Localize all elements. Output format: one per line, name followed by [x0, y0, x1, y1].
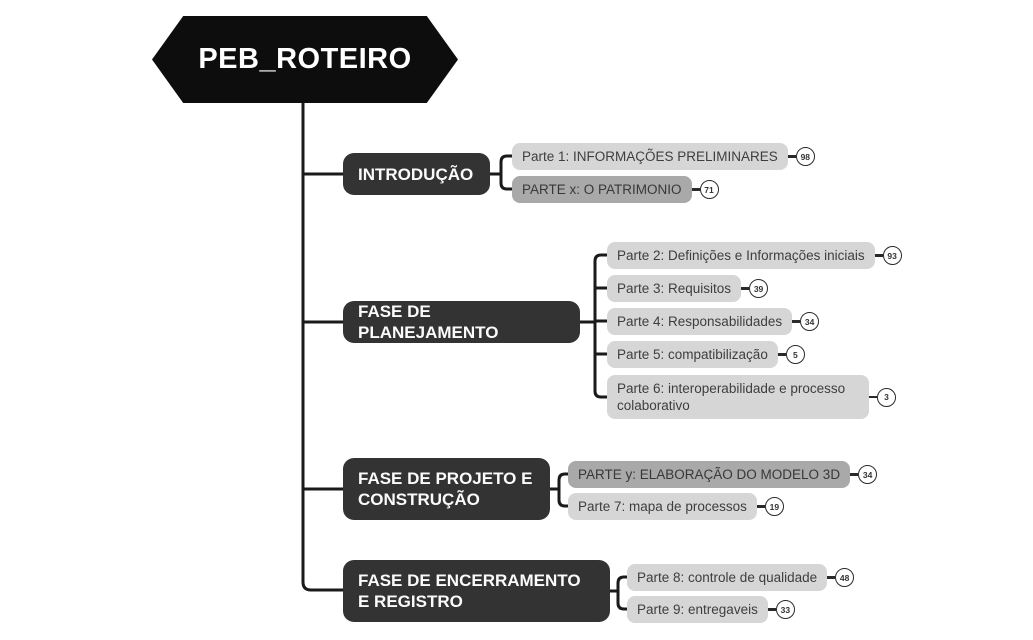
bracket-branch-3 — [547, 472, 570, 508]
root-label: PEB_ROTEIRO — [198, 43, 412, 75]
badge-connector — [827, 576, 836, 579]
bracket-branch-2 — [577, 253, 609, 399]
badge-count[interactable]: 48 — [835, 568, 855, 587]
child-parte-9: Parte 9: entregaveis 33 — [627, 596, 795, 623]
child-parte-7: Parte 7: mapa de processos 19 — [568, 493, 784, 520]
child-parte-1: Parte 1: INFORMAÇÕES PRELIMINARES 98 — [512, 143, 815, 170]
branch-introducao[interactable]: INTRODUÇÃO — [343, 153, 490, 195]
child-label[interactable]: PARTE y: ELABORAÇÃO DO MODELO 3D — [568, 461, 851, 488]
child-label[interactable]: Parte 2: Definições e Informações inicia… — [607, 242, 875, 269]
badge-connector — [756, 505, 765, 508]
branch-fase-planejamento[interactable]: FASE DE PLANEJAMENTO — [343, 301, 580, 343]
child-label[interactable]: Parte 4: Responsabilidades — [607, 308, 793, 335]
badge-count[interactable]: 39 — [749, 279, 769, 298]
badge-connector — [787, 155, 796, 158]
bracket-branch-1 — [487, 154, 514, 191]
child-label[interactable]: Parte 1: INFORMAÇÕES PRELIMINARES — [512, 143, 788, 170]
badge-count[interactable]: 34 — [800, 312, 820, 331]
badge-count[interactable]: 93 — [882, 246, 902, 265]
child-parte-2: Parte 2: Definições e Informações inicia… — [607, 242, 902, 269]
badge-count[interactable]: 34 — [858, 465, 878, 484]
child-label[interactable]: Parte 5: compatibilização — [607, 341, 778, 368]
branch-label: FASE DE ENCERRAMENTO E REGISTRO — [358, 571, 581, 611]
node-root[interactable]: PEB_ROTEIRO — [152, 16, 458, 103]
badge-connector — [792, 320, 801, 323]
child-label[interactable]: PARTE x: O PATRIMONIO — [512, 176, 692, 203]
badge-count[interactable]: 5 — [785, 345, 805, 364]
child-parte-x: PARTE x: O PATRIMONIO 71 — [512, 176, 719, 203]
child-label[interactable]: Parte 7: mapa de processos — [568, 493, 757, 520]
branch-label: FASE DE PLANEJAMENTO — [358, 302, 499, 342]
child-label[interactable]: Parte 8: controle de qualidade — [627, 564, 828, 591]
child-parte-6: Parte 6: interoperabilidade e processo c… — [607, 375, 896, 419]
child-parte-8: Parte 8: controle de qualidade 48 — [627, 564, 855, 591]
branch-fase-projeto-construcao[interactable]: FASE DE PROJETO E CONSTRUÇÃO — [343, 458, 550, 520]
branch-fase-encerramento-registro[interactable]: FASE DE ENCERRAMENTO E REGISTRO — [343, 560, 610, 622]
branch-label: FASE DE PROJETO E CONSTRUÇÃO — [358, 469, 533, 509]
badge-connector — [850, 473, 859, 476]
badge-connector — [691, 188, 700, 191]
badge-count[interactable]: 19 — [764, 497, 784, 516]
badge-count[interactable]: 3 — [877, 387, 896, 407]
child-parte-4: Parte 4: Responsabilidades 34 — [607, 308, 820, 335]
branch-label: INTRODUÇÃO — [358, 164, 474, 184]
badge-connector — [874, 254, 883, 257]
child-parte-3: Parte 3: Requisitos 39 — [607, 275, 769, 302]
child-label[interactable]: Parte 6: interoperabilidade e processo c… — [607, 375, 869, 419]
child-label[interactable]: Parte 3: Requisitos — [607, 275, 742, 302]
bracket-branch-4 — [607, 575, 629, 611]
badge-count[interactable]: 33 — [775, 600, 795, 619]
badge-connector — [869, 395, 877, 399]
badge-count[interactable]: 98 — [795, 147, 815, 166]
badge-connector — [777, 353, 786, 356]
badge-connector — [741, 287, 750, 290]
child-parte-5: Parte 5: compatibilização 5 — [607, 341, 805, 368]
trunk-line — [301, 96, 347, 592]
badge-count[interactable]: 71 — [699, 180, 719, 199]
child-label[interactable]: Parte 9: entregaveis — [627, 596, 768, 623]
child-parte-y: PARTE y: ELABORAÇÃO DO MODELO 3D 34 — [568, 461, 878, 488]
badge-connector — [767, 608, 776, 611]
